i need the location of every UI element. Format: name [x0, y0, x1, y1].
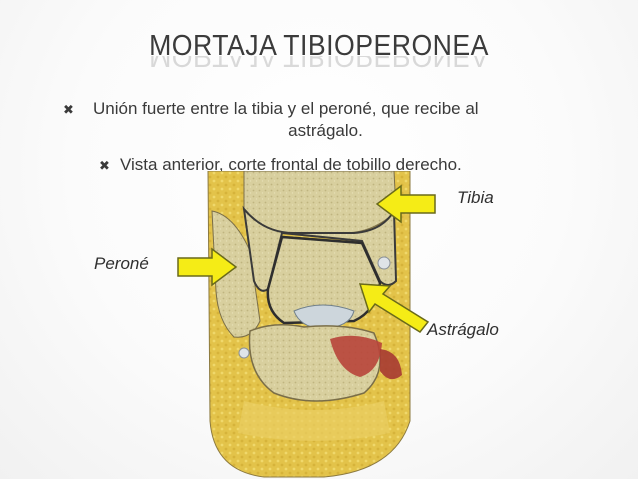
arrow-to-astragalo-icon — [358, 283, 430, 333]
x-bullet-icon: ✖ — [63, 102, 74, 117]
arrow-to-tibia-icon — [375, 184, 436, 224]
slide-title: MORTAJA TIBIOPERONEA — [149, 30, 489, 62]
title-reflection: MORTAJA TIBIOPERONEA — [149, 56, 489, 72]
title-area: MORTAJA TIBIOPERONEA MORTAJA TIBIOPERONE… — [0, 30, 638, 90]
bullet-1-line-1: Unión fuerte entre la tibia y el peroné,… — [93, 99, 479, 118]
ankle-frontal-section-image — [207, 171, 411, 478]
label-perone: Peroné — [94, 254, 149, 273]
label-astragalo: Astrágalo — [427, 320, 499, 339]
bullet-1-line-2: astrágalo. — [288, 121, 363, 140]
bullet-2: Vista anterior, corte frontal de tobillo… — [120, 155, 462, 174]
label-tibia: Tibia — [457, 188, 494, 207]
x-bullet-icon: ✖ — [99, 158, 110, 173]
arrow-to-perone-icon — [177, 247, 238, 287]
